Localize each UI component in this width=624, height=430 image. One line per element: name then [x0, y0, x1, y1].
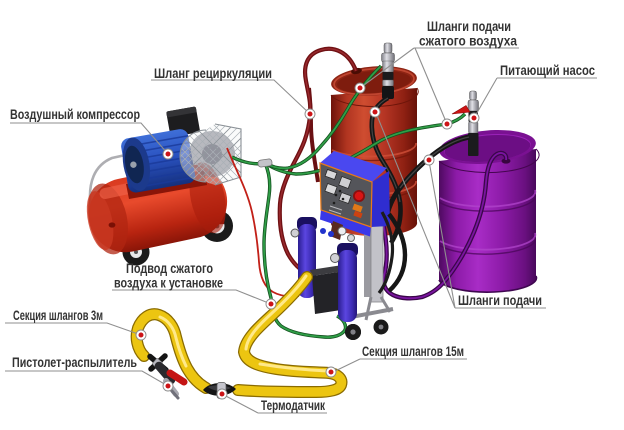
svg-text:Шланги подачи: Шланги подачи: [458, 292, 542, 308]
svg-text:Подвод сжатого: Подвод сжатого: [126, 260, 213, 276]
svg-text:Шланг рециркуляции: Шланг рециркуляции: [154, 65, 272, 81]
svg-text:Воздушный компрессор: Воздушный компрессор: [10, 106, 140, 122]
svg-text:Секция шлангов 3м: Секция шлангов 3м: [13, 307, 103, 323]
svg-text:Пистолет-распылитель: Пистолет-распылитель: [12, 354, 137, 370]
svg-text:Термодатчик: Термодатчик: [261, 397, 326, 413]
svg-text:воздуха к установке: воздуха к установке: [114, 275, 223, 291]
svg-text:Шланги подачи: Шланги подачи: [427, 18, 511, 34]
svg-text:сжатого воздуха: сжатого воздуха: [419, 33, 517, 49]
svg-text:Секция шлангов 15м: Секция шлангов 15м: [362, 343, 464, 359]
svg-text:Питающий насос: Питающий насос: [500, 62, 595, 78]
